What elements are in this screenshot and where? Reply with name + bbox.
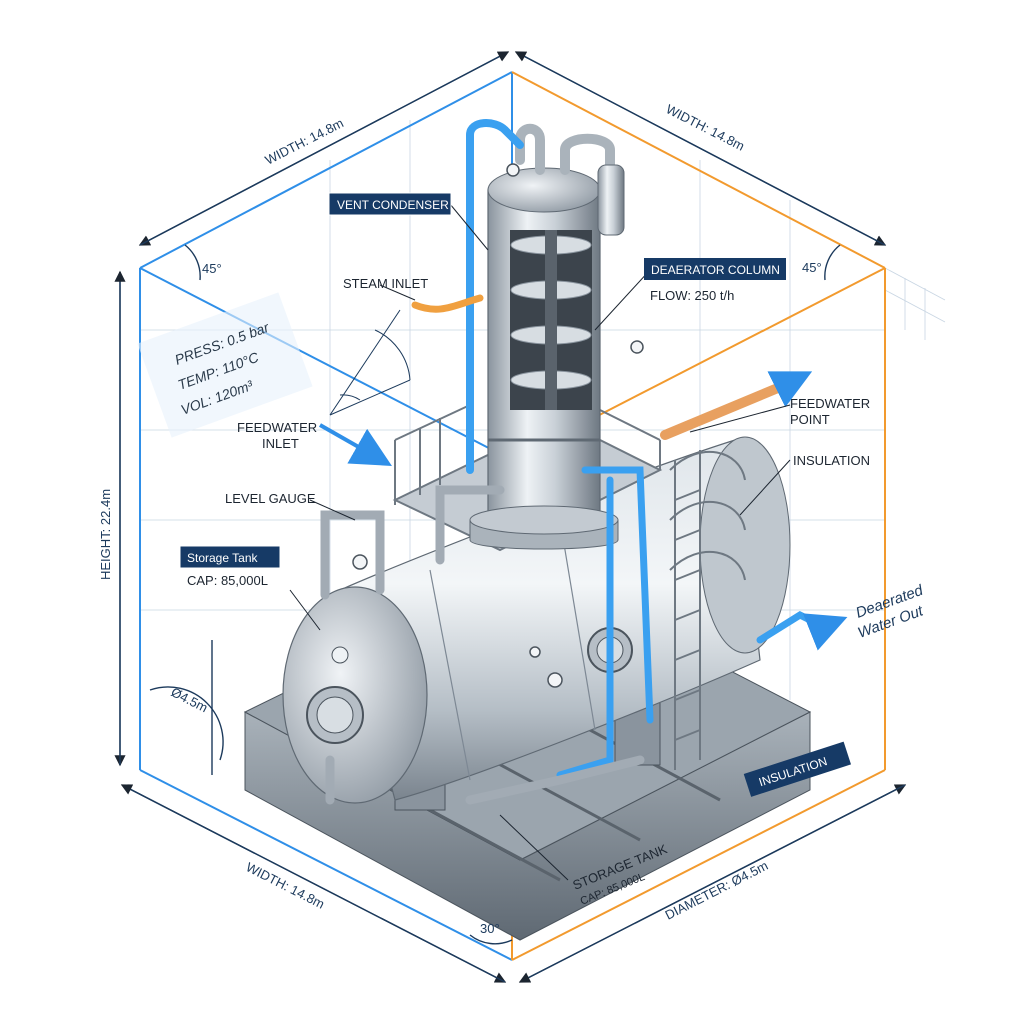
gauges bbox=[352, 163, 644, 688]
width-top-left-label: WIDTH: 14.8m bbox=[263, 115, 346, 167]
width-bottom-left-label: WIDTH: 14.8m bbox=[244, 859, 327, 911]
feedwater-point-label-1: FEEDWATER bbox=[790, 396, 870, 411]
angle-construction bbox=[329, 309, 411, 416]
diameter-label: DIAMETER: Ø4.5m bbox=[663, 858, 771, 923]
angle-top-left-label: 45° bbox=[202, 261, 222, 276]
steam-inlet-label: STEAM INLET bbox=[343, 276, 428, 291]
deaerator-column bbox=[469, 167, 619, 550]
process-parameters: PRESS: 0.5 bar TEMP: 110°C VOL: 120m³ bbox=[137, 292, 313, 438]
steel-pipes bbox=[320, 485, 645, 805]
feedwater-inlet-label-1: FEEDWATER bbox=[237, 420, 317, 435]
dimension-lines bbox=[114, 51, 907, 983]
insulation-top-label: INSULATION bbox=[793, 453, 870, 468]
width-top-right-label: WIDTH: 14.8m bbox=[664, 101, 747, 153]
level-gauge-label: LEVEL GAUGE bbox=[225, 491, 316, 506]
storage-tank-label: Storage Tank bbox=[187, 551, 258, 565]
angle-top-right-label: 45° bbox=[802, 260, 822, 275]
leader-lines bbox=[289, 203, 791, 881]
vent-condenser-label: VENT CONDENSER bbox=[337, 198, 449, 212]
vent-piping bbox=[466, 119, 625, 474]
height-label: HEIGHT: 22.4m bbox=[98, 489, 113, 580]
deaerator-column-label: DEAERATOR COLUMN bbox=[651, 263, 780, 277]
feedwater-inlet-label-2: INLET bbox=[262, 436, 299, 451]
ladder bbox=[669, 450, 746, 770]
storage-tank bbox=[282, 436, 791, 804]
capacity-label: CAP: 85,000L bbox=[187, 573, 268, 588]
orange-pipes bbox=[411, 294, 790, 440]
feedwater-point-label-2: POINT bbox=[790, 412, 830, 427]
diameter-small-label: Ø4.5m bbox=[169, 684, 211, 715]
flow-arrows bbox=[319, 371, 848, 651]
tag-vent-condenser: VENT CONDENSER bbox=[328, 192, 452, 216]
angle-bottom-label: 30° bbox=[480, 921, 500, 936]
tag-storage-tank: Storage Tank bbox=[179, 545, 281, 569]
tag-deaerator-column: DEAERATOR COLUMN bbox=[644, 258, 786, 280]
flow-label: FLOW: 250 t/h bbox=[650, 288, 734, 303]
